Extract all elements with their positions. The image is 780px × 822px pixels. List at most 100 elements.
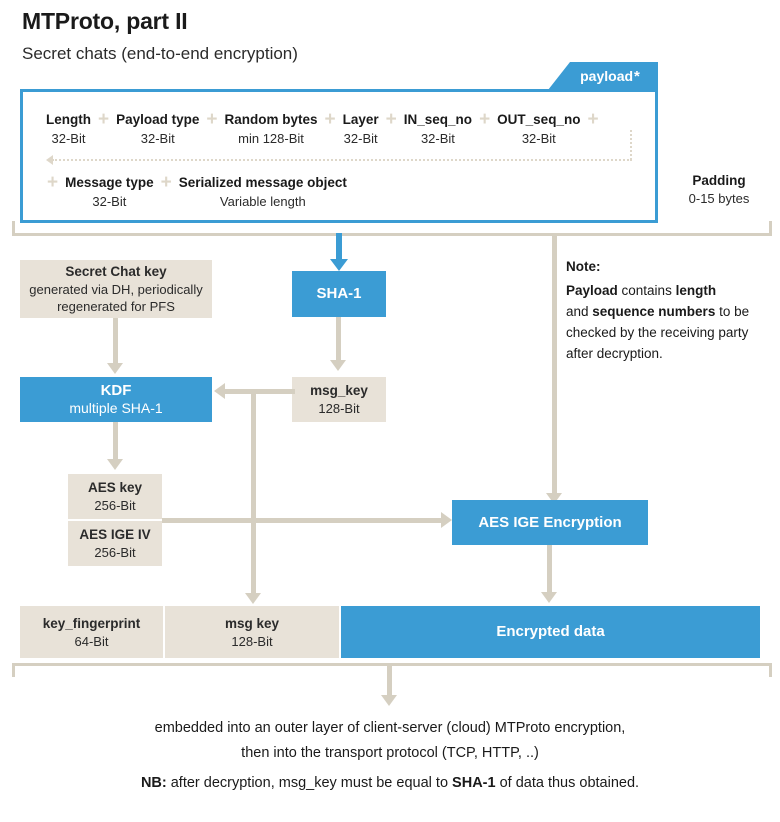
plus-icon: + (587, 109, 599, 130)
node-subtitle: 64-Bit (74, 633, 109, 649)
node-subtitle: 128-Bit (318, 401, 360, 416)
arrow-down-icon (245, 593, 261, 604)
field-name: Serialized message object (178, 175, 347, 190)
field-sub: min 128-Bit (238, 131, 304, 146)
connector-keys-to-aes-ige (162, 518, 443, 523)
plus-icon: + (479, 109, 491, 130)
field-name: Random bytes (224, 112, 318, 127)
field-sub: Variable length (219, 194, 306, 209)
connector-msgkey-to-kdf (225, 389, 295, 394)
node-title: AES key (87, 480, 143, 495)
payload-field-layer: Layer 32-Bit (343, 111, 379, 148)
node-kdf: KDF multiple SHA-1 (20, 377, 212, 422)
field-name: OUT_seq_no (497, 112, 581, 127)
plus-icon: + (206, 109, 218, 130)
field-name: Length (46, 112, 91, 127)
caption-nb: NB: after decryption, msg_key must be eq… (40, 775, 740, 791)
payload-field-serialized-message-object: Serialized message object Variable lengt… (179, 174, 347, 211)
payload-field-out-seq-no: OUT_seq_no 32-Bit (497, 111, 580, 148)
caption-nb-label: NB: (140, 775, 167, 791)
payload-field-in-seq-no: IN_seq_no 32-Bit (404, 111, 472, 148)
caption-outer-layer: embedded into an outer layer of client-s… (40, 716, 740, 766)
field-name: Message type (65, 175, 154, 190)
note-text: to be (715, 304, 750, 319)
connector-payload-to-sha1 (336, 233, 342, 261)
node-subtitle: 128-Bit (231, 633, 273, 649)
node-title: msg key (224, 615, 280, 631)
caption-line-2: then into the transport protocol (TCP, H… (241, 745, 539, 761)
payload-fields-row-1: Length 32-Bit + Payload type 32-Bit + Ra… (46, 109, 606, 148)
node-subtitle: 256-Bit (94, 545, 136, 560)
node-msg-key: msg_key 128-Bit (292, 377, 386, 422)
payload-field-message-type: Message type 32-Bit (65, 174, 154, 211)
field-sub: 32-Bit (51, 131, 86, 146)
bottom-bracket-cap-left (12, 663, 15, 677)
connector-kdf-to-aes-key (113, 422, 118, 462)
note-block: Note: Payload contains length and sequen… (566, 256, 776, 364)
caption-nb-bold-sha1: SHA-1 (452, 775, 496, 791)
top-bracket (12, 233, 772, 236)
payload-tab: payload* (548, 62, 658, 90)
field-sub: 32-Bit (343, 131, 378, 146)
caption-nb-text: after decryption, msg_key must be equal … (166, 775, 453, 791)
note-text: after decryption. (566, 346, 663, 361)
note-text: checked by the receiving party (566, 325, 749, 340)
note-bold-length: length (675, 283, 717, 298)
page-subtitle: Secret chats (end-to-end encryption) (22, 44, 298, 63)
node-aes-key: AES key 256-Bit (68, 474, 162, 519)
plus-icon: + (98, 109, 110, 130)
connector-aes-ige-to-encrypted-data (547, 545, 552, 595)
node-title: Encrypted data (496, 623, 605, 640)
node-title: AES IGE IV (79, 527, 151, 542)
node-msg-key-output: msg key 128-Bit (165, 606, 339, 658)
arrow-down-icon (541, 592, 557, 603)
field-name: Layer (342, 112, 379, 127)
arrow-down-icon (330, 360, 346, 371)
payload-wrap-arrow-icon (46, 155, 53, 165)
node-title: KDF (100, 382, 132, 399)
node-title: AES IGE Encryption (478, 513, 622, 531)
connector-sha1-to-msgkey (336, 317, 341, 363)
top-bracket-cap-right (769, 221, 772, 235)
note-bold-payload: Payload (566, 283, 618, 298)
caption-line-1: embedded into an outer layer of client-s… (154, 720, 626, 736)
payload-wrap-dotted-vertical (630, 130, 632, 160)
node-secret-chat-key: Secret Chat key generated via DH, period… (20, 260, 212, 318)
top-bracket-cap-left (12, 221, 15, 235)
page-title: MTProto, part II (22, 8, 188, 34)
connector-secret-key-to-kdf (113, 318, 118, 366)
field-sub: 32-Bit (92, 194, 127, 209)
plus-icon: + (47, 172, 59, 193)
bottom-bracket (12, 663, 772, 666)
payload-wrap-dotted-line (52, 159, 632, 161)
connector-output-to-caption (387, 665, 392, 697)
node-title: key_fingerprint (42, 615, 141, 631)
connector-payload-to-aes-ige (552, 233, 557, 496)
arrow-down-icon (107, 459, 123, 470)
payload-tab-asterisk: * (634, 67, 640, 85)
field-name: IN_seq_no (403, 112, 473, 127)
field-sub: 32-Bit (420, 131, 455, 146)
connector-msgkey-to-output (251, 389, 256, 595)
node-key-fingerprint: key_fingerprint 64-Bit (20, 606, 163, 658)
padding-sub: 0-15 bytes (688, 191, 750, 206)
padding-name: Padding (692, 173, 746, 188)
bottom-bracket-cap-right (769, 663, 772, 677)
node-title: Secret Chat key (65, 264, 167, 279)
arrow-left-icon (214, 383, 225, 399)
caption-nb-text-end: of data thus obtained. (495, 775, 640, 791)
plus-icon: + (160, 172, 172, 193)
arrow-down-icon (107, 363, 123, 374)
node-title: msg_key (310, 383, 368, 398)
field-sub: 32-Bit (521, 131, 556, 146)
node-subtitle: multiple SHA-1 (69, 400, 163, 416)
payload-fields-row-2: + Message type 32-Bit + Serialized messa… (40, 172, 347, 211)
node-subtitle: 256-Bit (94, 498, 136, 513)
payload-field-random-bytes: Random bytes min 128-Bit (225, 111, 318, 148)
padding-label: Padding 0-15 bytes (660, 172, 778, 208)
note-text: contains (617, 283, 676, 298)
node-title: SHA-1 (316, 285, 362, 302)
arrow-down-icon (330, 259, 348, 271)
arrow-right-icon (441, 512, 452, 528)
note-text: and (566, 304, 593, 319)
